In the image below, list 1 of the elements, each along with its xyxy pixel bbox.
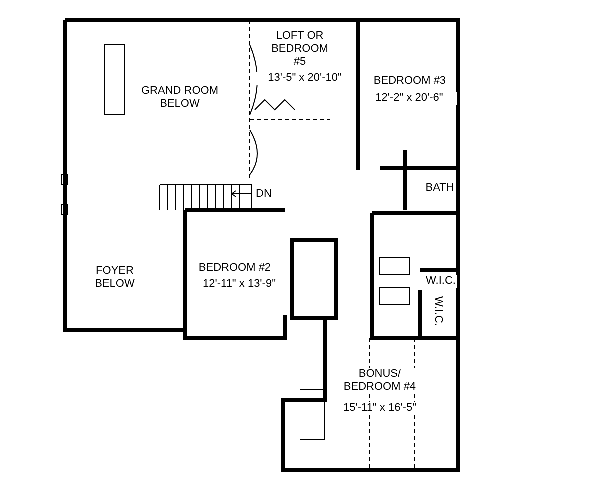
room-label: W.I.C.	[425, 275, 457, 288]
